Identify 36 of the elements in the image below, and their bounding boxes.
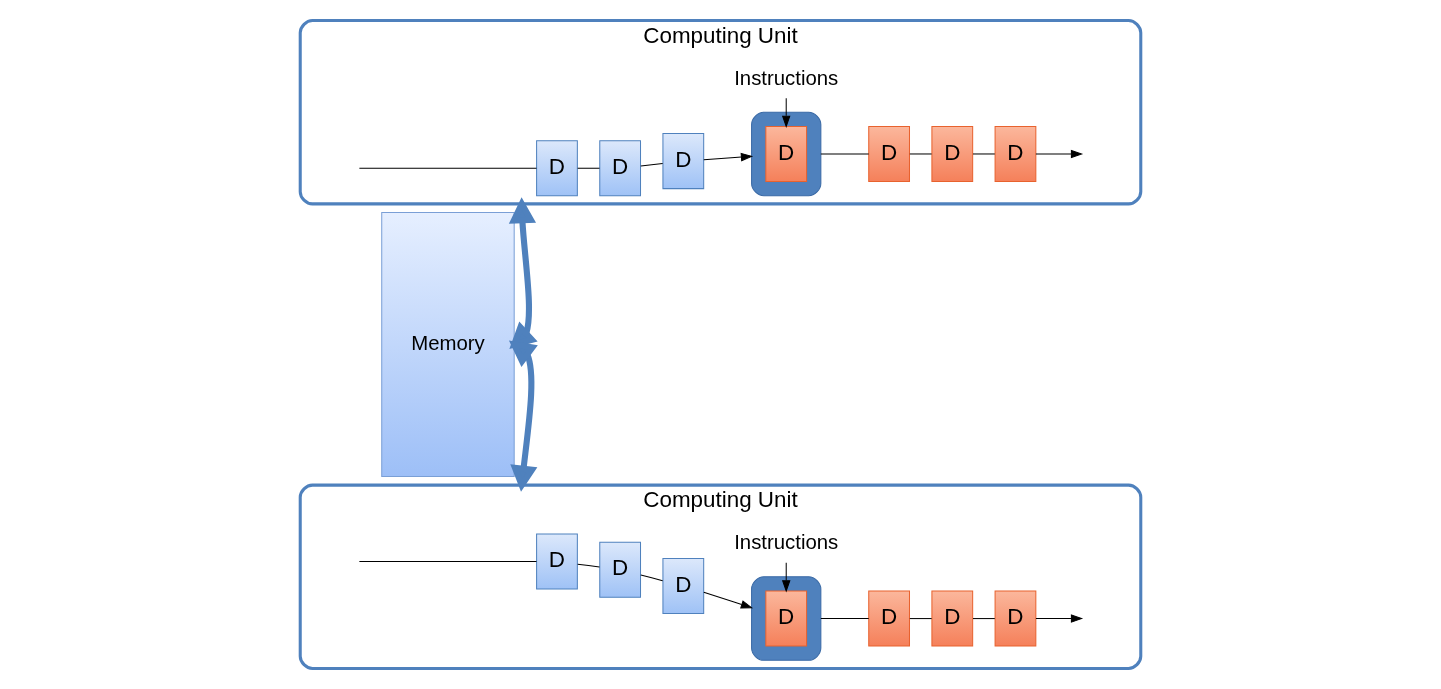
connector xyxy=(640,162,664,167)
connector xyxy=(640,574,664,582)
node-box: D xyxy=(662,557,705,614)
node-box: D xyxy=(599,541,642,598)
node-box: D xyxy=(662,133,705,190)
arrow xyxy=(508,197,538,349)
arrow xyxy=(781,562,791,593)
node-text: Instructions xyxy=(734,531,839,554)
connector xyxy=(358,167,537,169)
cluster xyxy=(751,111,822,197)
node-box: D xyxy=(765,590,808,647)
connector xyxy=(577,563,600,568)
arrow xyxy=(703,591,754,609)
node-box: D xyxy=(994,125,1037,182)
arrow xyxy=(508,340,538,492)
node-text: Instructions xyxy=(734,66,839,89)
node-box: D xyxy=(599,140,642,197)
node-box: D xyxy=(536,140,578,197)
cluster xyxy=(751,576,822,661)
arrow xyxy=(1035,149,1084,159)
connector xyxy=(358,561,537,562)
node-box: D xyxy=(868,590,910,647)
connector xyxy=(820,618,870,620)
node-box: D xyxy=(536,533,578,590)
node-box: D xyxy=(931,590,974,647)
connector xyxy=(577,167,600,169)
node-box: D xyxy=(765,125,808,182)
connector xyxy=(972,618,996,620)
arrow xyxy=(1035,614,1084,623)
connector xyxy=(909,618,933,620)
arrow xyxy=(703,152,754,162)
node-box: D xyxy=(931,125,974,182)
node-box: D xyxy=(868,125,910,182)
node-box: Memory xyxy=(381,212,515,477)
arrow xyxy=(781,97,791,128)
node-box: D xyxy=(994,590,1037,647)
